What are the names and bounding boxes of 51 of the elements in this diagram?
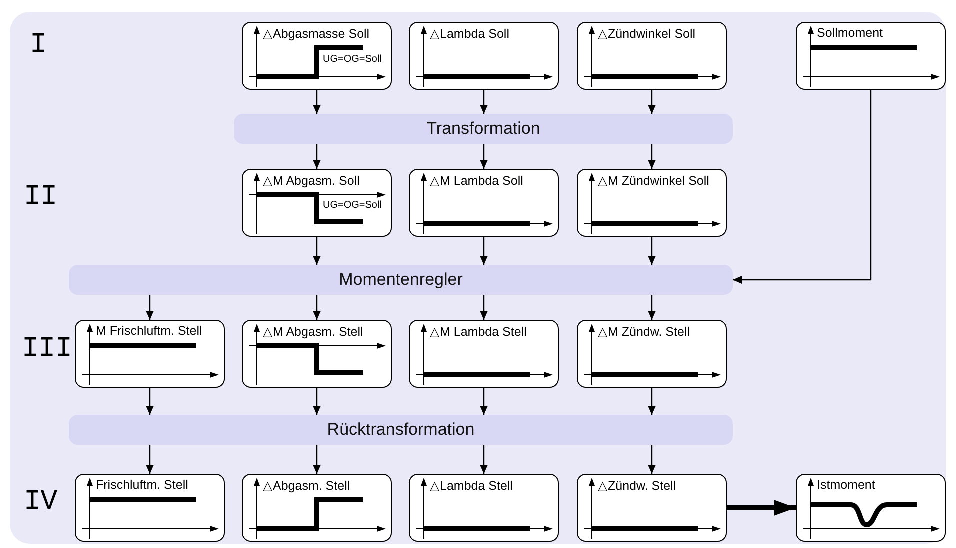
plot-title: △Abgasm. Stell bbox=[263, 478, 350, 493]
arrow bbox=[480, 237, 488, 265]
plot-title: △Lambda Soll bbox=[430, 26, 510, 41]
arrow bbox=[146, 295, 154, 320]
plot-note: UG=OG=Soll bbox=[323, 200, 382, 211]
process-band bbox=[69, 415, 733, 445]
process-band bbox=[69, 265, 733, 295]
plot-note: UG=OG=Soll bbox=[323, 54, 382, 65]
arrow bbox=[313, 144, 321, 169]
arrow bbox=[648, 388, 656, 415]
band-label: Transformation bbox=[426, 119, 540, 139]
plot-title: △M Abgasm. Stell bbox=[263, 324, 364, 339]
arrow bbox=[146, 388, 154, 415]
plot-title: △M Lambda Stell bbox=[430, 324, 527, 339]
row-numeral: IV bbox=[24, 487, 58, 518]
plot-title: Frischluftm. Stell bbox=[96, 478, 188, 492]
plot-title: Sollmoment bbox=[817, 26, 883, 40]
arrow bbox=[146, 445, 154, 474]
band-label: Rücktransformation bbox=[327, 420, 475, 440]
plot-title: △M Lambda Soll bbox=[430, 173, 524, 188]
plot-title: △M Abgasm. Soll bbox=[263, 173, 360, 188]
row-numeral: I bbox=[30, 30, 47, 61]
arrow bbox=[648, 237, 656, 265]
arrow bbox=[480, 144, 488, 169]
plot-title: △Lambda Stell bbox=[430, 478, 513, 493]
arrow bbox=[648, 445, 656, 474]
arrow bbox=[480, 90, 488, 114]
arrow bbox=[648, 295, 656, 320]
plot-title: △Zündw. Stell bbox=[598, 478, 676, 493]
row-numeral: III bbox=[22, 334, 72, 365]
row-numeral: II bbox=[24, 182, 58, 213]
arrow bbox=[313, 90, 321, 114]
plot-title: Istmoment bbox=[817, 478, 876, 492]
arrow bbox=[313, 445, 321, 474]
plot-title: △Zündwinkel Soll bbox=[598, 26, 696, 41]
plot-title: △M Zündwinkel Soll bbox=[598, 173, 710, 188]
arrow bbox=[733, 90, 872, 284]
plot-title: M Frischluftm. Stell bbox=[96, 324, 202, 338]
band-label: Momentenregler bbox=[339, 270, 463, 290]
process-band bbox=[234, 114, 733, 144]
arrow bbox=[313, 388, 321, 415]
arrow bbox=[480, 445, 488, 474]
thick-arrow bbox=[727, 500, 796, 516]
arrow bbox=[313, 237, 321, 265]
arrow bbox=[648, 144, 656, 169]
plot-title: △Abgasmasse Soll bbox=[263, 26, 370, 41]
arrow bbox=[313, 295, 321, 320]
plot-title: △M Zündw. Stell bbox=[598, 324, 690, 339]
arrow bbox=[648, 90, 656, 114]
arrow bbox=[480, 388, 488, 415]
arrow bbox=[480, 295, 488, 320]
